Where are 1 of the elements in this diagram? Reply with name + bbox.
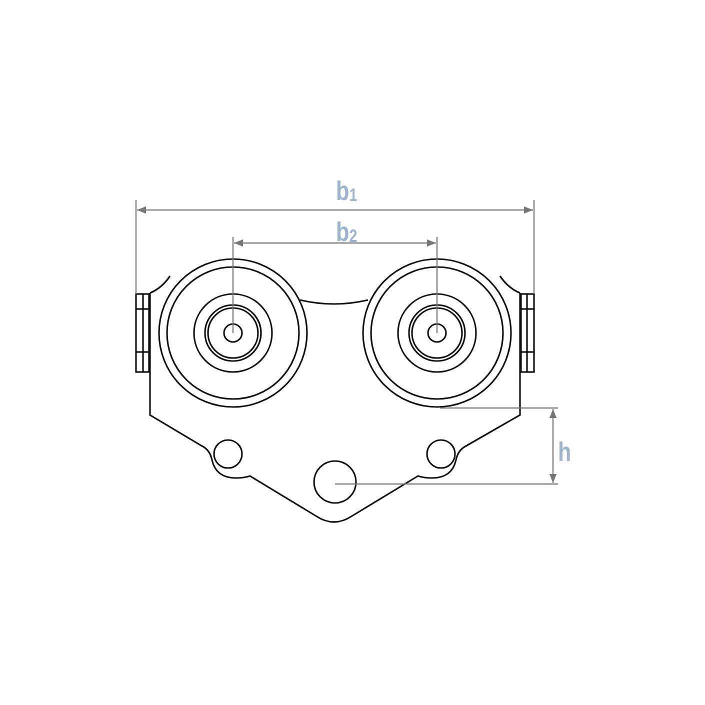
- dimension-label: h: [558, 439, 572, 466]
